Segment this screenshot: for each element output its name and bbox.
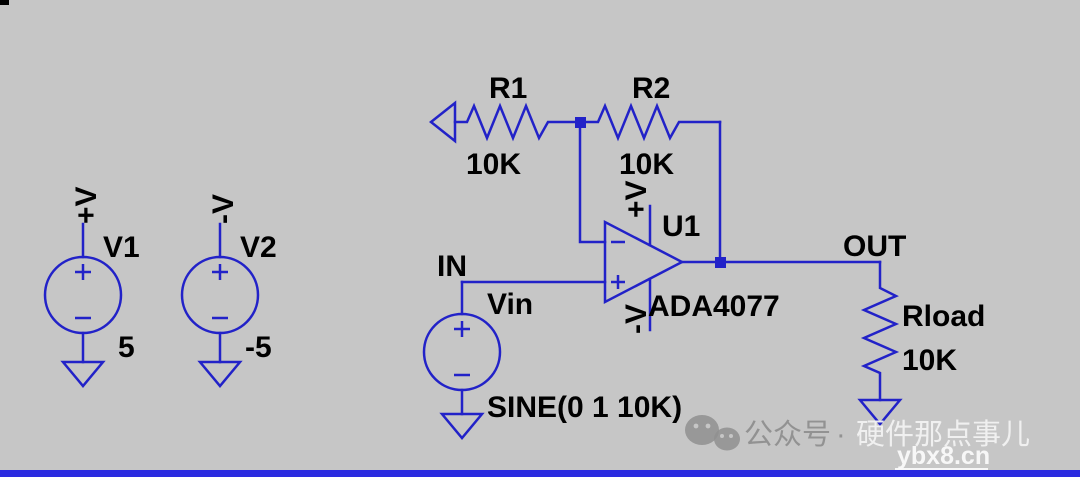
opamp-vminus-label[interactable]: -V <box>620 304 653 334</box>
wechat-icon-eye <box>693 423 699 429</box>
rload-resistor[interactable]: Rload 10K <box>857 260 985 426</box>
junction-node-output <box>715 257 726 268</box>
wechat-icon-eye <box>705 423 711 429</box>
v1-name-label[interactable]: V1 <box>103 231 140 264</box>
net-out-label[interactable]: OUT <box>843 230 906 263</box>
r2-value-label[interactable]: 10K <box>619 148 674 181</box>
opamp-vplus-label[interactable]: +V <box>620 180 653 218</box>
v2-net-label[interactable]: -V <box>207 194 240 224</box>
v1-ground-icon[interactable] <box>60 360 106 388</box>
r2-zigzag <box>578 102 722 142</box>
r1-left-ground-port-icon[interactable] <box>428 100 457 144</box>
vin-name-label[interactable]: Vin <box>487 288 533 321</box>
wechat-icon-eye <box>729 434 733 438</box>
rload-zigzag <box>860 260 900 402</box>
opamp-designator-label[interactable]: U1 <box>662 210 700 243</box>
v2-voltage-source[interactable]: -V V2 -5 <box>180 194 277 388</box>
rload-value-label[interactable]: 10K <box>902 344 957 377</box>
v1-value-label[interactable]: 5 <box>118 331 135 364</box>
vin-voltage-source[interactable]: Vin SINE(0 1 10K) <box>422 280 682 440</box>
bottom-strip <box>0 470 1080 477</box>
rload-name-label[interactable]: Rload <box>902 300 985 333</box>
wechat-icon <box>685 415 740 451</box>
r1-value-label[interactable]: 10K <box>466 148 521 181</box>
watermark: 公众号 · 硬件那点事儿 ybx8.cn <box>685 415 1030 470</box>
rload-ground-icon[interactable] <box>857 398 903 426</box>
wechat-icon-eye <box>720 434 724 438</box>
watermark-account-name: 硬件那点事儿 <box>856 418 1030 451</box>
wechat-icon-big-bubble <box>685 415 719 445</box>
vin-value-label[interactable]: SINE(0 1 10K) <box>487 391 682 424</box>
r1-zigzag <box>453 102 582 142</box>
v2-ground-icon[interactable] <box>197 360 243 388</box>
v1-voltage-source[interactable]: +V V1 5 <box>43 186 140 388</box>
wire-inverting-input[interactable] <box>578 120 607 244</box>
opamp-u1[interactable]: +V -V U1 ADA4077 <box>603 180 780 334</box>
vin-ground-icon[interactable] <box>439 412 485 440</box>
watermark-separator: · <box>836 419 846 451</box>
r2-name-label[interactable]: R2 <box>632 72 670 105</box>
v2-name-label[interactable]: V2 <box>240 231 277 264</box>
opamp-triangle <box>603 219 685 305</box>
opamp-part-label[interactable]: ADA4077 <box>648 290 780 323</box>
watermark-site-url: ybx8.cn <box>897 442 990 470</box>
r2-resistor[interactable]: R2 10K <box>578 72 722 264</box>
wechat-icon-small-bubble <box>714 427 740 451</box>
screen-corner-artifact <box>0 0 9 5</box>
v1-net-label[interactable]: +V <box>70 186 103 224</box>
net-in-label[interactable]: IN <box>437 250 467 283</box>
v2-value-label[interactable]: -5 <box>245 331 272 364</box>
watermark-account-prefix: 公众号 <box>744 419 831 451</box>
r1-name-label[interactable]: R1 <box>489 72 527 105</box>
r1-resistor[interactable]: R1 10K <box>428 72 582 181</box>
